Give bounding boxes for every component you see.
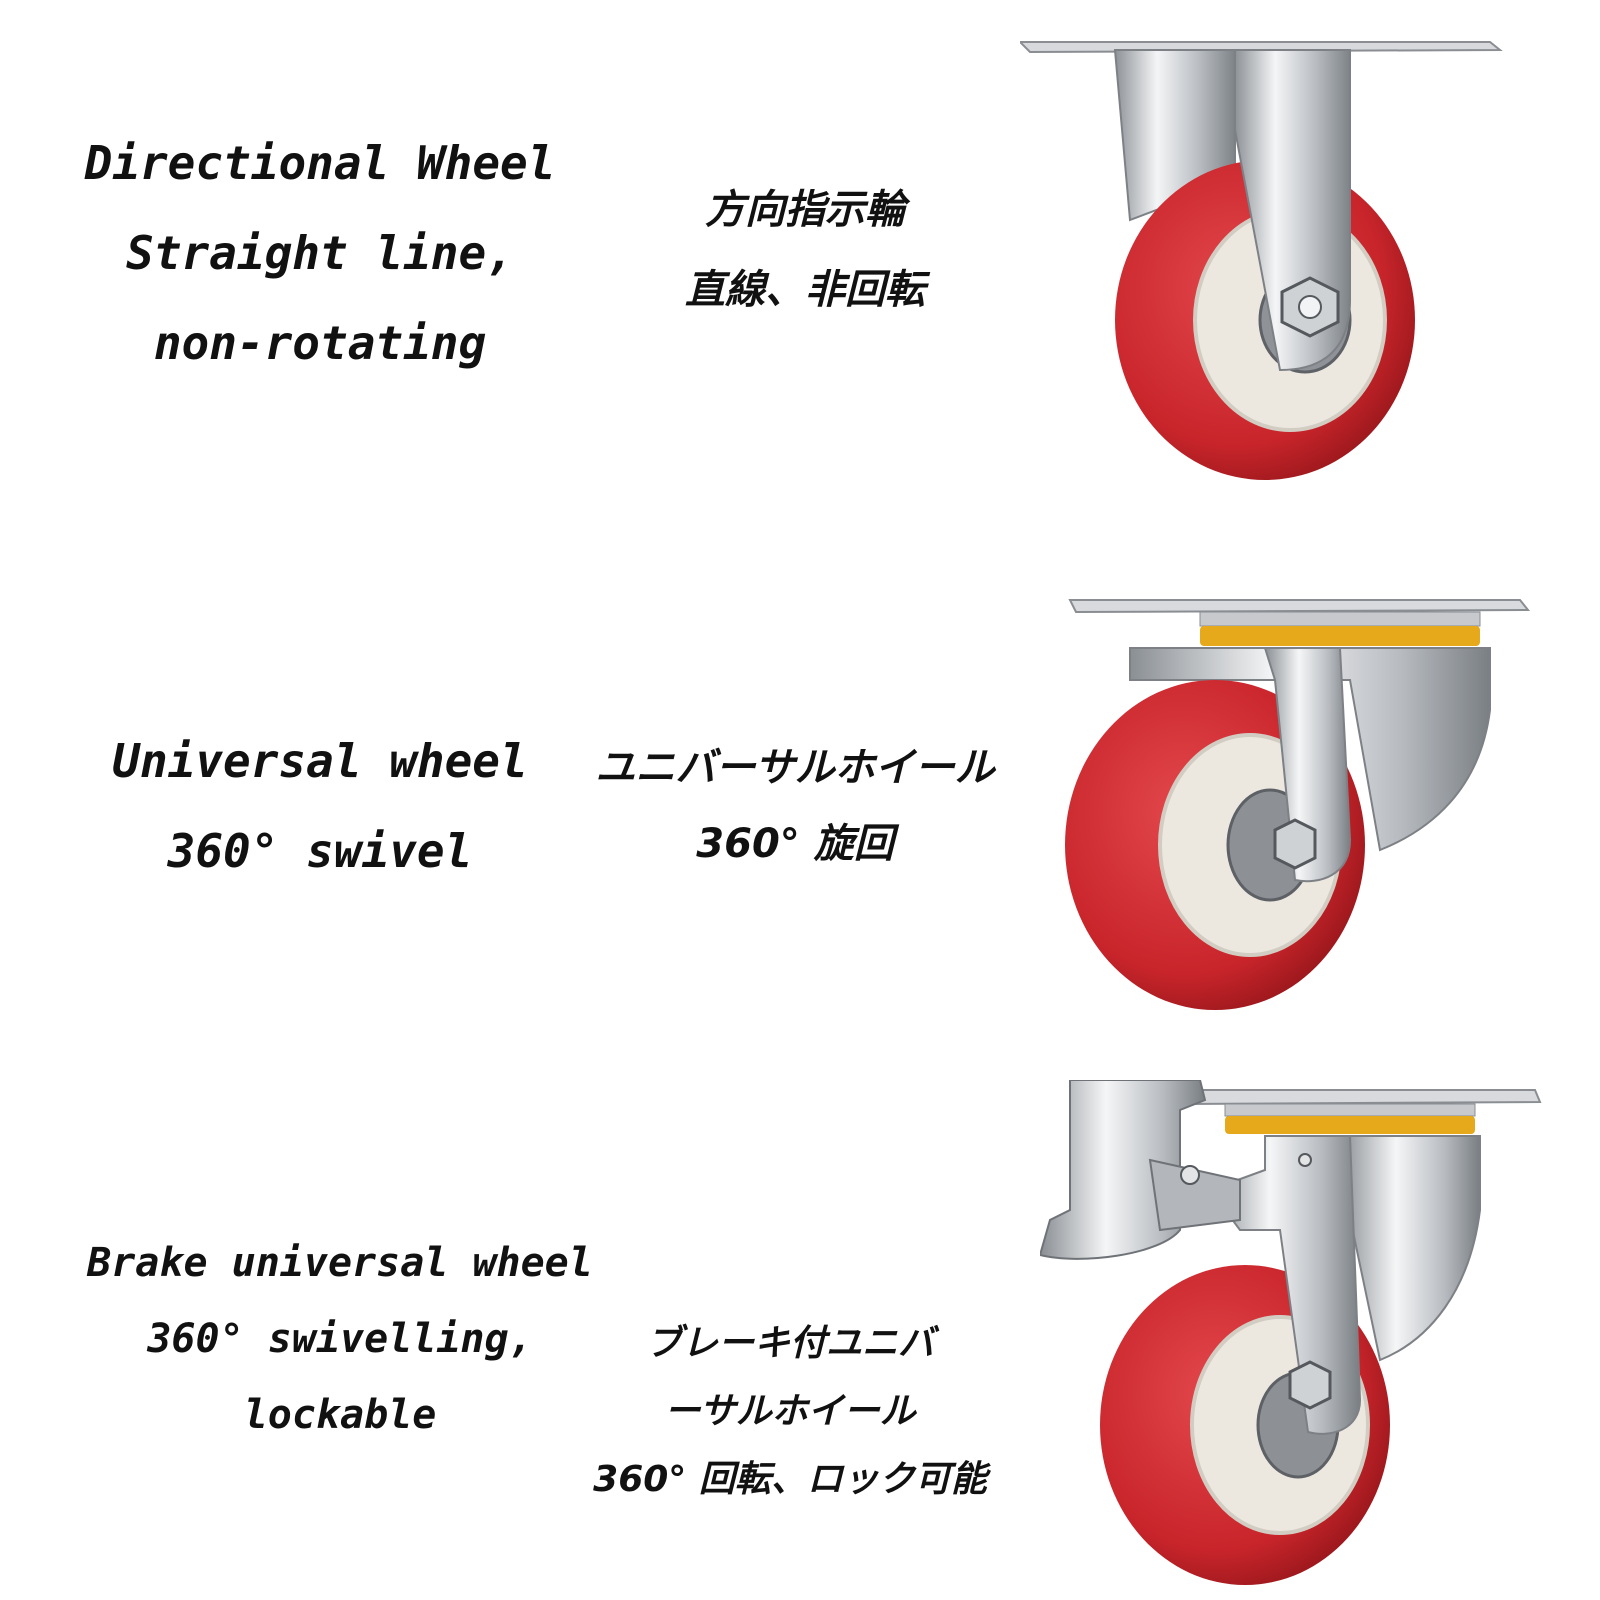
english-line: Brake universal wheel xyxy=(87,1240,593,1286)
brake-wheel-english-label: Brake universal wheel 360° swivelling, l… xyxy=(50,1225,630,1453)
japanese-line: 360° 回転、ロック可能 xyxy=(593,1459,987,1500)
english-line: Straight line, xyxy=(126,226,514,280)
fixed-caster-wheel-icon xyxy=(1020,41,1503,480)
japanese-line: ユニバーサルホイール xyxy=(595,745,995,791)
japanese-line: ーサルホイール xyxy=(664,1391,916,1432)
english-line: 360° swivelling, xyxy=(147,1316,533,1362)
swivel-caster-wheel-icon xyxy=(1065,599,1531,1010)
japanese-line: 直線、非回転 xyxy=(685,267,925,313)
japanese-line: 360° 旋回 xyxy=(696,821,894,867)
english-line: Universal wheel xyxy=(112,734,528,788)
english-line: non-rotating xyxy=(153,316,487,370)
english-line: 360° swivel xyxy=(167,824,473,878)
universal-wheel-english-label: Universal wheel 360° swivel xyxy=(60,716,580,896)
brake-swivel-caster-wheel-icon xyxy=(1040,1080,1542,1585)
directional-wheel-japanese-label: 方向指示輪 直線、非回転 xyxy=(610,170,1000,330)
english-line: lockable xyxy=(243,1392,437,1438)
directional-wheel-english-label: Directional Wheel Straight line, non-rot… xyxy=(60,118,580,388)
japanese-line: ブレーキ付ユニバ xyxy=(645,1323,934,1364)
universal-wheel-japanese-label: ユニバーサルホイール 360° 旋回 xyxy=(560,730,1030,882)
english-line: Directional Wheel xyxy=(84,136,556,190)
japanese-line: 方向指示輪 xyxy=(705,187,905,233)
brake-wheel-japanese-label: ブレーキ付ユニバ ーサルホイール 360° 回転、ロック可能 xyxy=(560,1310,1020,1514)
